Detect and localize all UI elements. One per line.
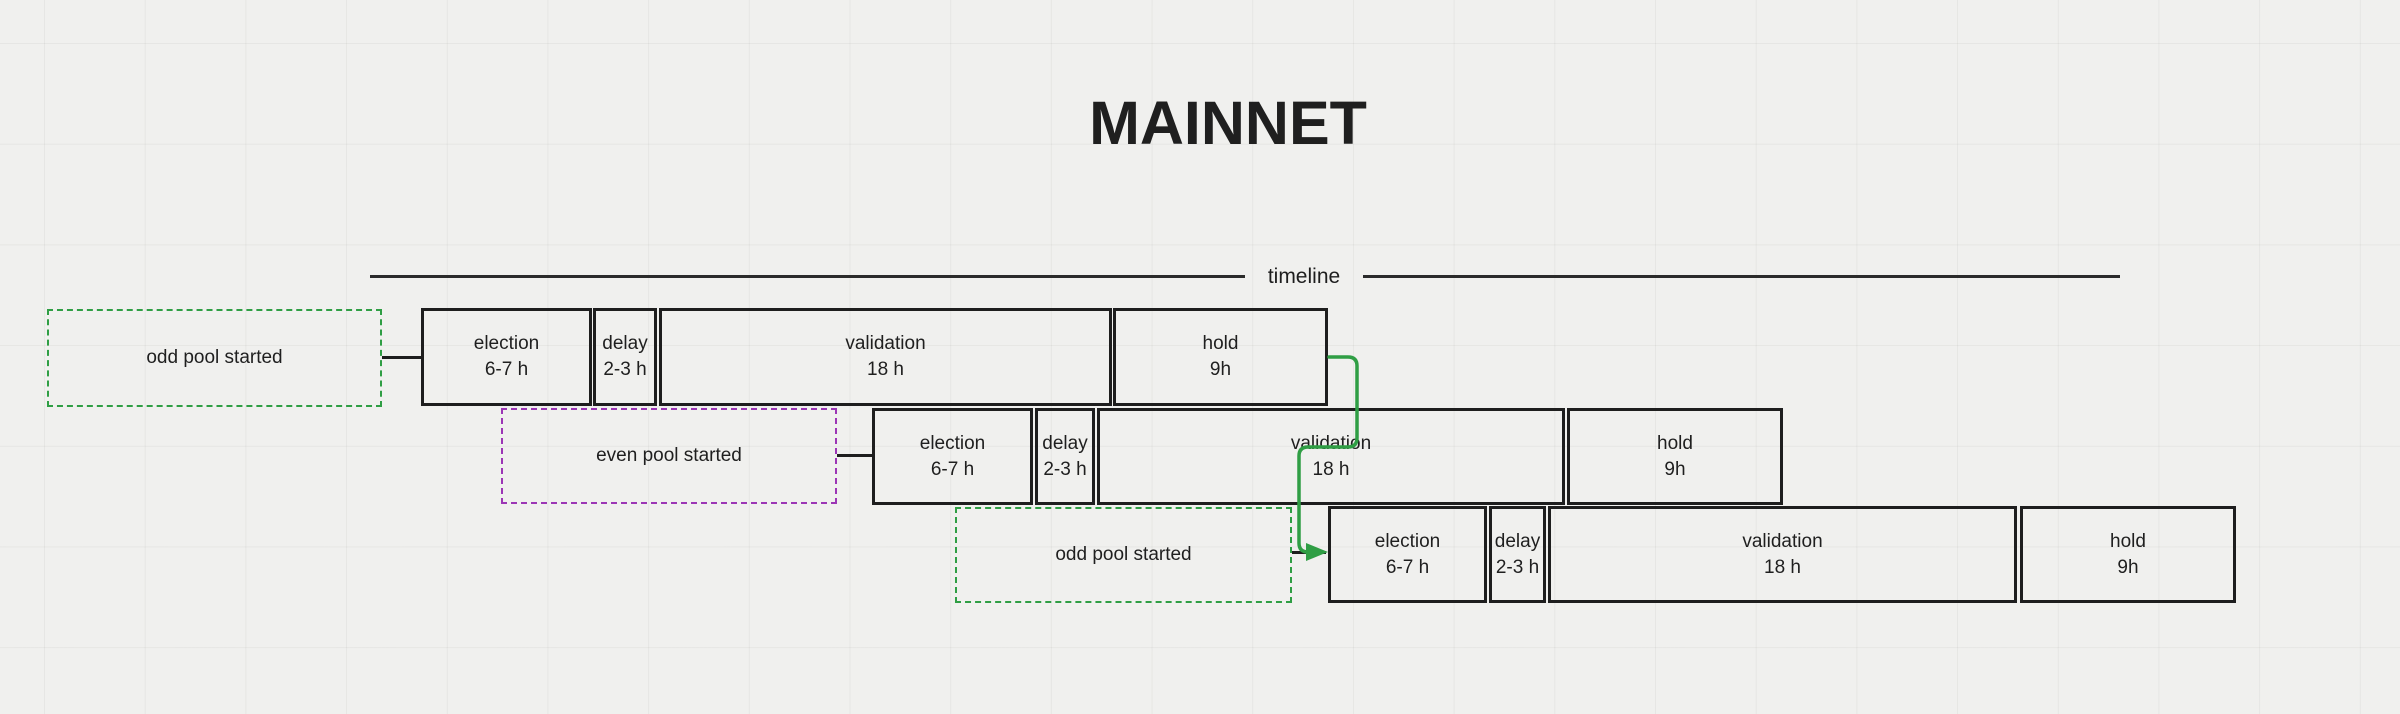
phase-label: delay xyxy=(602,333,648,354)
phase-box-election-row1: election 6-7 h xyxy=(421,308,592,406)
phase-box-hold-row1: hold 9h xyxy=(1113,308,1328,406)
phase-label: hold xyxy=(1657,432,1693,454)
phase-box-validation-row1: validation 18 h xyxy=(659,308,1112,406)
connector-row1 xyxy=(382,356,422,359)
phase-label: validation xyxy=(1290,432,1372,454)
phase-duration: 9h xyxy=(1209,359,1232,380)
connector-row2 xyxy=(837,454,873,457)
phase-duration: 18 h xyxy=(1312,458,1350,480)
connector-row3 xyxy=(1292,551,1326,554)
phase-duration: 2-3 h xyxy=(1043,458,1087,480)
phase-box-hold-row2: hold 9h xyxy=(1567,408,1783,505)
pool-start-box-odd-1: odd pool started xyxy=(47,309,382,407)
phase-label: hold xyxy=(2110,530,2146,552)
phase-label: election xyxy=(919,432,986,454)
pool-start-label: odd pool started xyxy=(1055,544,1192,565)
phase-label: hold xyxy=(1202,333,1239,354)
phase-box-hold-row3: hold 9h xyxy=(2020,506,2236,603)
phase-label: delay xyxy=(1494,530,1541,552)
phase-box-delay-row2: delay 2-3 h xyxy=(1035,408,1095,505)
pool-start-label: odd pool started xyxy=(146,347,283,368)
pool-start-label: even pool started xyxy=(596,445,742,466)
phase-duration: 2-3 h xyxy=(1495,556,1540,578)
timeline-line-right xyxy=(1363,275,2120,278)
phase-label: election xyxy=(473,333,540,354)
phase-box-election-row3: election 6-7 h xyxy=(1328,506,1487,603)
timeline-line-left xyxy=(370,275,1245,278)
phase-label: delay xyxy=(1042,432,1088,454)
phase-duration: 6-7 h xyxy=(1385,556,1430,578)
timeline-label: timeline xyxy=(1267,265,1341,288)
phase-duration: 2-3 h xyxy=(603,359,647,380)
phase-duration: 18 h xyxy=(1764,556,1801,578)
phase-box-validation-row3: validation 18 h xyxy=(1548,506,2017,603)
phase-duration: 9h xyxy=(1664,458,1686,480)
phase-box-delay-row3: delay 2-3 h xyxy=(1489,506,1546,603)
phase-box-election-row2: election 6-7 h xyxy=(872,408,1033,505)
phase-box-delay-row1: delay 2-3 h xyxy=(593,308,657,406)
phase-duration: 6-7 h xyxy=(930,458,975,480)
diagram-title: MAINNET xyxy=(1089,89,1367,157)
phase-duration: 6-7 h xyxy=(484,359,529,380)
phase-box-validation-row2: validation 18 h xyxy=(1097,408,1565,505)
pool-start-box-even: even pool started xyxy=(501,408,837,504)
pool-start-box-odd-2: odd pool started xyxy=(955,507,1292,603)
phase-label: validation xyxy=(845,333,926,354)
phase-label: validation xyxy=(1742,530,1823,552)
phase-duration: 9h xyxy=(2117,556,2139,578)
phase-duration: 18 h xyxy=(867,359,904,380)
phase-label: election xyxy=(1374,530,1441,552)
